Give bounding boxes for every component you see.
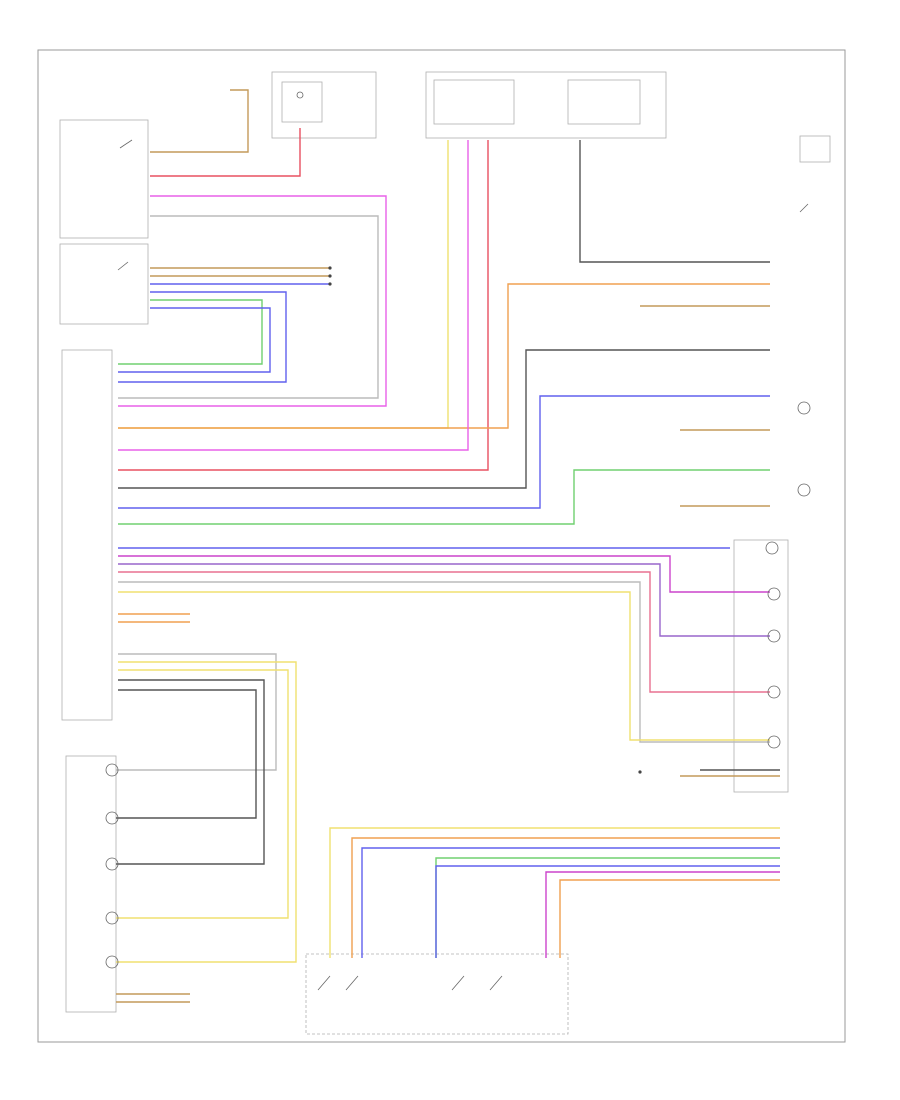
lamp-symbol xyxy=(105,911,119,925)
switch-symbol xyxy=(799,203,809,213)
wire-magenta-1 xyxy=(118,140,469,451)
switch-symbol xyxy=(317,975,503,991)
wire-orange-4 xyxy=(351,837,780,958)
left-front-headlight-box xyxy=(65,755,117,1013)
wire-pink xyxy=(118,195,387,407)
splice-dot xyxy=(328,274,332,278)
lamp-symbol xyxy=(767,685,781,699)
light-switch-box xyxy=(59,243,149,325)
wire-gray-4 xyxy=(116,689,257,819)
splice-dot xyxy=(638,770,642,774)
wire-lightgray-3 xyxy=(116,653,277,771)
wire-yellow-4 xyxy=(116,669,289,919)
fuse-box-right xyxy=(425,71,667,139)
lamp-symbol xyxy=(765,541,779,555)
splice-dot xyxy=(328,282,332,286)
wire-red-1 xyxy=(150,128,301,177)
wire-green-3 xyxy=(435,857,780,958)
wire-gray-1 xyxy=(118,349,770,489)
wire-blue-3 xyxy=(118,307,271,373)
wire-layer xyxy=(116,89,780,1003)
fuse-box-left xyxy=(271,71,377,139)
lamp-symbol xyxy=(797,401,811,415)
wire-magenta-2 xyxy=(118,555,770,593)
lamp-symbol xyxy=(105,811,119,825)
wire-gray-3 xyxy=(116,679,265,865)
lamp-symbol xyxy=(797,483,811,497)
wire-blue-2 xyxy=(118,291,287,383)
switch-symbol xyxy=(119,139,133,149)
wire-lightgray xyxy=(118,215,379,399)
lamp-symbol xyxy=(105,857,119,871)
wire-blue-4 xyxy=(118,395,770,509)
wire-purple xyxy=(118,563,770,637)
wire-green-1 xyxy=(118,299,263,365)
instrument-cluster-box xyxy=(799,135,831,163)
lamp-symbol xyxy=(767,735,781,749)
control-module-box xyxy=(61,349,113,721)
symbol-layer xyxy=(105,139,811,991)
splice-dot xyxy=(328,266,332,270)
lamp-symbol xyxy=(767,629,781,643)
wire-magenta-3 xyxy=(545,871,780,958)
wire-blue-7 xyxy=(435,865,780,958)
wire-gray-2 xyxy=(579,140,770,263)
wire-blue-6 xyxy=(361,847,780,958)
lamp-symbol xyxy=(767,587,781,601)
steering-switch-box xyxy=(59,119,149,239)
wire-yellow-5 xyxy=(329,827,780,958)
wire-orange xyxy=(118,283,770,429)
switch-symbol xyxy=(117,261,129,271)
wire-lightgray-2 xyxy=(118,581,770,743)
wire-red-2 xyxy=(118,140,489,471)
wire-green-2 xyxy=(118,469,770,525)
lamp-symbol xyxy=(105,955,119,969)
wire-brown xyxy=(150,89,249,153)
lamp-symbol xyxy=(105,763,119,777)
parking-brake-module-box xyxy=(305,953,569,1035)
wire-orange-5 xyxy=(559,879,780,958)
right-front-headlight-box xyxy=(733,539,789,793)
diagram-frame xyxy=(37,49,846,1043)
wire-yellow-3 xyxy=(116,661,297,963)
wire-pink-2 xyxy=(118,571,770,693)
wire-yellow-2 xyxy=(118,591,770,741)
